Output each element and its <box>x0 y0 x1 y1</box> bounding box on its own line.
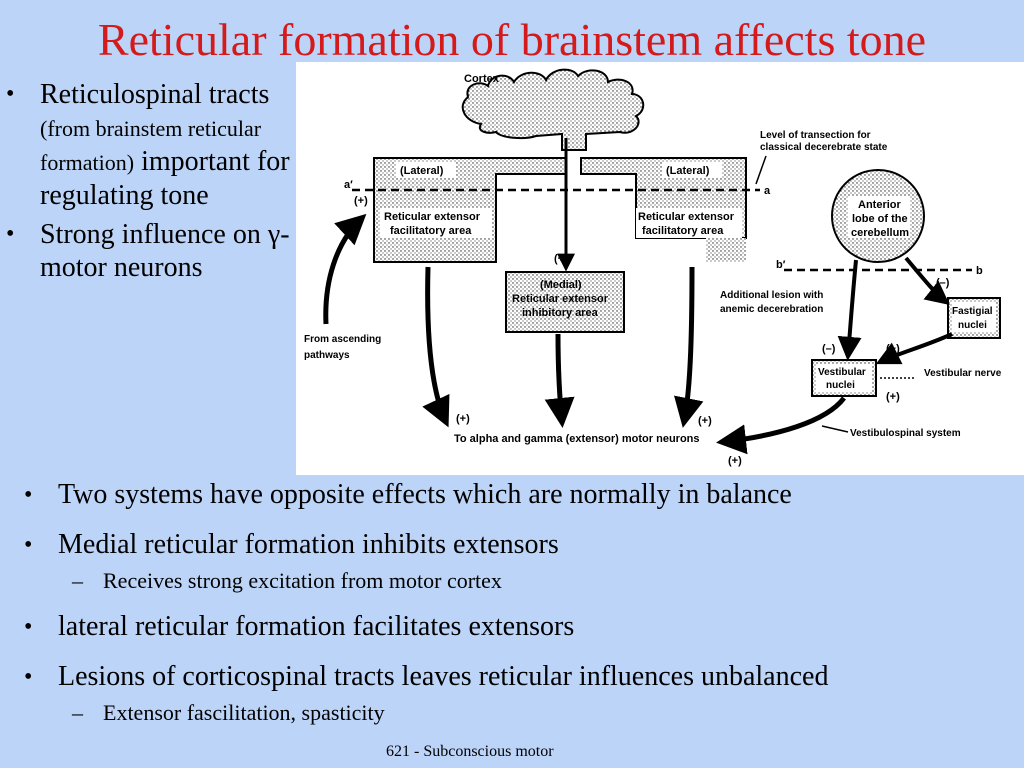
bullet-item: • Two systems have opposite effects which… <box>0 478 1024 512</box>
plus-label-left: (+) <box>354 195 368 207</box>
bullet-dot-icon: • <box>24 532 33 558</box>
bullet-text: Lesions of corticospinal tracts leaves r… <box>58 661 829 692</box>
bullet-text: Two systems have opposite effects which … <box>58 479 792 510</box>
vestibular-nerve-label: Vestibular nerve <box>924 368 1002 379</box>
cerebellum-to-vestibular-arrow <box>837 259 862 361</box>
slide-title: Reticular formation of brainstem affects… <box>97 14 927 65</box>
slide-footer: 621 - Subconscious motor <box>386 743 554 760</box>
cerebellum-to-fastigial-arrow <box>904 256 950 305</box>
fastigial-label-2: nuclei <box>958 320 987 331</box>
sub-bullet-text: Receives strong excitation from motor co… <box>103 568 502 593</box>
bullet-text-small: (from brainstem reticular formation) <box>40 116 262 175</box>
vestibular-nuclei-label-1: Vestibular <box>818 367 866 378</box>
left-bullet-item: • Strong influence on γ-motor neurons <box>0 218 292 284</box>
additional-label-1: Additional lesion with <box>720 290 823 301</box>
minus-label-vestibular: (–) <box>822 343 836 355</box>
bullet-text: Medial reticular formation inhibits exte… <box>58 529 559 560</box>
dash-icon: – <box>72 700 83 725</box>
inhibitory-label-1: Reticular extensor <box>512 293 609 305</box>
vestibulospinal-label: Vestibulospinal system <box>850 428 961 439</box>
reticular-formation-diagram: Cortex (Lateral) (Lateral) a′ a Level of… <box>296 62 1024 475</box>
bullet-dot-icon: • <box>6 81 15 107</box>
lateral-right-label: (Lateral) <box>666 165 710 177</box>
motor-neurons-label: To alpha and gamma (extensor) motor neur… <box>454 433 700 445</box>
ascending-label-2: pathways <box>304 350 350 361</box>
bullet-text: lateral reticular formation facilitates … <box>58 611 575 642</box>
bullet-dot-icon: • <box>24 482 33 508</box>
medial-label: (Medial) <box>540 279 582 291</box>
fastigial-to-vestibular-arrow <box>875 332 953 365</box>
anterior-label-2: lobe of the <box>852 213 908 225</box>
bullet-item: • Lesions of corticospinal tracts leaves … <box>0 660 1024 694</box>
additional-label-2: anemic decerebration <box>720 304 823 315</box>
left-down-arrow <box>422 266 450 428</box>
transection-label-2: classical decerebrate state <box>760 142 888 153</box>
bullet-dot-icon: • <box>24 614 33 640</box>
facilitatory-right-label-2: facilitatory area <box>642 225 724 237</box>
bullet-item: • Medial reticular formation inhibits ext… <box>0 528 1024 562</box>
sub-bullet-item: –Receives strong excitation from motor c… <box>0 568 1024 594</box>
vestibular-nuclei-label-2: nuclei <box>826 380 855 391</box>
bottom-bullet-list: • Two systems have opposite effects which… <box>0 478 1024 742</box>
b-label: b <box>976 265 983 277</box>
bullet-dot-icon: • <box>24 664 33 690</box>
a-prime-label: a′ <box>344 179 353 191</box>
ascending-arrow <box>323 213 367 325</box>
diagram-svg: Cortex (Lateral) (Lateral) a′ a Level of… <box>304 68 1002 467</box>
lateral-left-label: (Lateral) <box>400 165 444 177</box>
dash-icon: – <box>72 568 83 593</box>
fastigial-label-1: Fastigial <box>952 306 993 317</box>
minus-label-fastigial: (–) <box>936 277 950 289</box>
bullet-text: important for regulating tone <box>40 146 290 211</box>
left-bullet-list: • Reticulospinal tracts (from brainstem … <box>0 78 292 290</box>
cortex-shape <box>461 68 645 151</box>
inhibitory-label-2: inhibitory area <box>522 307 599 319</box>
anterior-label-1: Anterior <box>858 199 902 211</box>
bullet-dot-icon: • <box>6 221 15 247</box>
medial-inhibitory-box <box>505 271 625 333</box>
cortex-label: Cortex <box>464 73 500 85</box>
plus-label-nerve: (+) <box>886 391 900 403</box>
medial-down-arrow <box>544 333 575 428</box>
anterior-label-3: cerebellum <box>851 227 909 239</box>
bullet-text: Reticulospinal tracts <box>40 79 270 110</box>
facilitatory-left-label-1: Reticular extensor <box>384 211 481 223</box>
plus-label-fastigial: (+) <box>886 343 900 355</box>
vestibulospinal-arrow <box>716 396 846 455</box>
sub-bullet-item: –Extensor fascilitation, spasticity <box>0 700 1024 726</box>
facilitatory-right-label-1: Reticular extensor <box>638 211 735 223</box>
facilitatory-left-label-2: facilitatory area <box>390 225 472 237</box>
plus-label-vestibulospinal: (+) <box>728 455 742 467</box>
right-down-arrow <box>673 266 704 428</box>
b-prime-label: b′ <box>776 259 786 271</box>
bullet-item: • lateral reticular formation facilitates… <box>0 610 1024 644</box>
bullet-text: Strong influence on γ-motor neurons <box>40 219 290 283</box>
ascending-label-1: From ascending <box>304 334 381 345</box>
transection-label-1: Level of transection for <box>760 130 871 141</box>
left-bullet-item: • Reticulospinal tracts (from brainstem … <box>0 78 292 212</box>
plus-label-bottom-right: (+) <box>698 415 712 427</box>
a-label: a <box>764 185 771 197</box>
sub-bullet-text: Extensor fascilitation, spasticity <box>103 700 385 725</box>
plus-label-bottom-left: (+) <box>456 413 470 425</box>
